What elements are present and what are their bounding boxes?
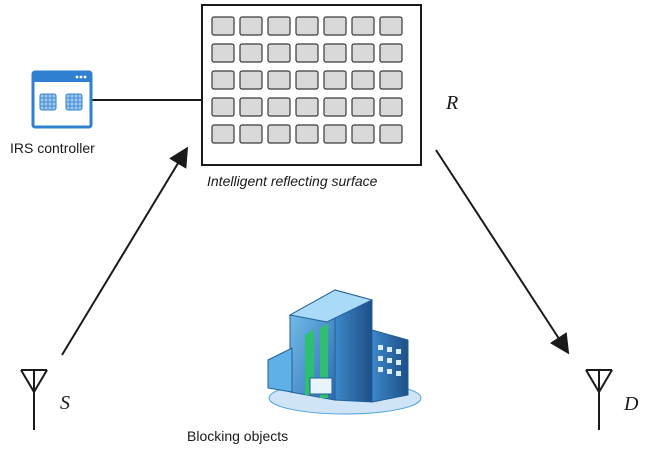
irs-element xyxy=(211,124,235,144)
irs-element xyxy=(211,16,235,36)
irs-element xyxy=(295,43,319,63)
irs-element xyxy=(379,124,403,144)
irs-element xyxy=(267,16,291,36)
irs-controller-icon xyxy=(31,70,93,129)
irs-element xyxy=(267,70,291,90)
node-d-label: D xyxy=(624,393,639,415)
irs-element xyxy=(239,97,263,117)
arrow-r-to-d xyxy=(435,149,570,355)
node-s-label: S xyxy=(60,392,70,414)
irs-element xyxy=(323,70,347,90)
irs-element xyxy=(351,124,375,144)
irs-element xyxy=(295,97,319,117)
irs-element xyxy=(323,43,347,63)
irs-element xyxy=(267,124,291,144)
blocking-objects-label: Blocking objects xyxy=(187,428,289,444)
irs-element xyxy=(239,70,263,90)
irs-element xyxy=(379,97,403,117)
irs-element xyxy=(323,124,347,144)
irs-element xyxy=(323,97,347,117)
irs-element xyxy=(379,16,403,36)
irs-element xyxy=(323,16,347,36)
irs-element xyxy=(239,16,263,36)
irs-element xyxy=(351,43,375,63)
irs-element xyxy=(267,43,291,63)
irs-element xyxy=(211,43,235,63)
irs-element xyxy=(295,124,319,144)
irs-element xyxy=(239,124,263,144)
irs-element xyxy=(351,97,375,117)
irs-element xyxy=(379,70,403,90)
irs-element xyxy=(211,97,235,117)
antenna-icon xyxy=(20,369,48,430)
irs-element xyxy=(295,70,319,90)
irs-label: Intelligent reflecting surface xyxy=(207,173,378,189)
irs-element xyxy=(351,16,375,36)
irs-element-grid xyxy=(211,16,403,144)
node-r-label: R xyxy=(446,92,459,114)
irs-element xyxy=(351,70,375,90)
irs-controller-label: IRS controller xyxy=(10,140,95,156)
irs-element xyxy=(267,97,291,117)
irs-element xyxy=(295,16,319,36)
irs-element xyxy=(379,43,403,63)
irs-element xyxy=(211,70,235,90)
antenna-icon xyxy=(585,369,613,430)
intelligent-reflecting-surface xyxy=(201,4,422,166)
building-icon xyxy=(267,289,422,415)
irs-element xyxy=(239,43,263,63)
arrow-s-to-r xyxy=(61,146,189,356)
